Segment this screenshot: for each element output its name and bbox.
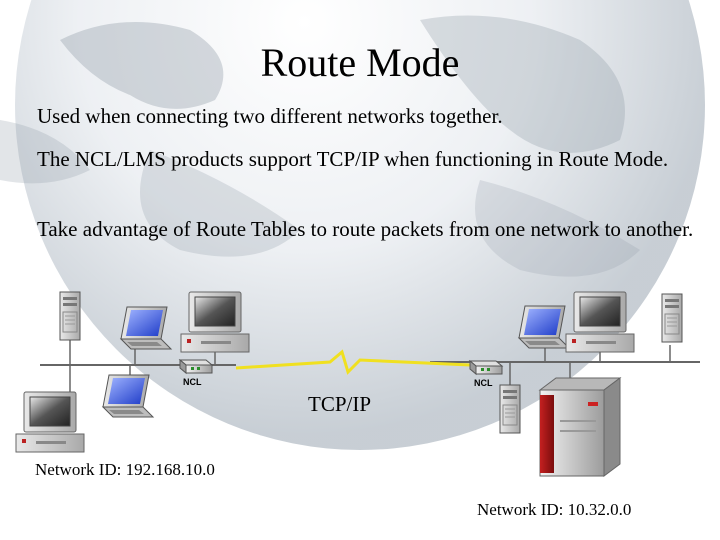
desktop-computer-icon [15,391,85,453]
bullet-text: Used when connecting two different netwo… [37,104,503,128]
ncl-label-right: NCL [474,378,493,388]
link-protocol-label: TCP/IP [308,392,372,416]
desktop-computer-icon [565,291,635,353]
wan-link-bolt [235,349,471,375]
desktop-computer-icon [180,291,250,353]
ncl-router-icon [179,359,213,374]
ncl-label-left: NCL [183,377,202,387]
server-tower-icon [499,384,521,434]
left-network-id: Network ID: 192.168.10.0 [35,460,215,479]
server-tower-icon [661,293,683,343]
laptop-icon [518,305,570,349]
mainframe-server-icon [538,377,622,477]
ncl-router-icon [469,360,503,375]
laptop-icon [120,306,172,350]
bullet-text: The NCL/LMS products support TCP/IP when… [37,147,669,171]
bullet-text: Take advantage of Route Tables to route … [37,217,694,241]
laptop-icon [102,374,154,418]
right-network-id: Network ID: 10.32.0.0 [477,500,632,519]
slide-title: Route Mode [260,40,460,85]
server-tower-icon [59,291,81,341]
